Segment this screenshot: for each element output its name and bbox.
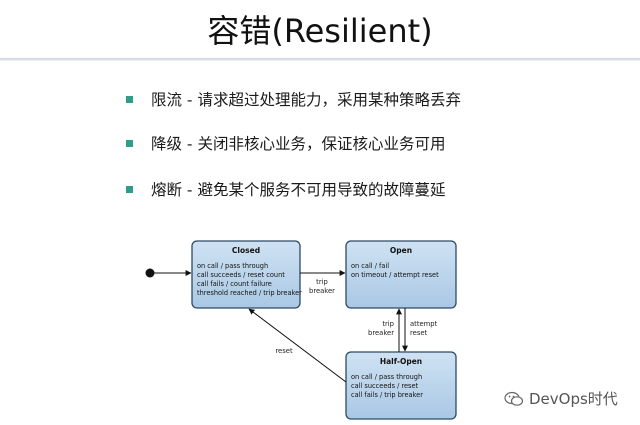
- state-open: Open on call / fail on timeout / attempt…: [345, 240, 457, 309]
- state-half-open: Half-Open on call / pass through call su…: [345, 351, 457, 420]
- state-half-open-line: call fails / trip breaker: [351, 391, 423, 399]
- watermark-text: DevOps时代: [529, 390, 618, 408]
- bullet-square-icon: [126, 185, 133, 193]
- state-closed-line: call succeeds / reset count: [197, 271, 285, 279]
- initial-state-dot: [145, 268, 155, 278]
- state-closed-title: Closed: [232, 246, 260, 255]
- bullet-text: 熔断 - 避免某个服务不可用导致的故障蔓延: [151, 181, 446, 199]
- state-closed-line: threshold reached / trip breaker: [197, 289, 302, 297]
- state-open-line: on call / fail: [351, 262, 389, 270]
- bullet-item-circuit-breaker: 熔断 - 避免某个服务不可用导致的故障蔓延: [126, 178, 461, 200]
- bullet-item-degrade: 降级 - 关闭非核心业务，保证核心业务可用: [126, 132, 461, 154]
- state-half-open-title: Half-Open: [380, 357, 422, 366]
- title-divider: [0, 58, 640, 61]
- bullet-item-rate-limit: 限流 - 请求超过处理能力，采用某种策略丢弃: [126, 88, 461, 110]
- transition-closed-to-open-label: breaker: [309, 287, 335, 295]
- bullet-square-icon: [126, 139, 133, 147]
- transition-half-to-closed-label: reset: [275, 347, 293, 355]
- state-closed-line: on call / pass through: [197, 262, 268, 270]
- transition-half-to-open-label: trip: [382, 320, 394, 328]
- state-half-open-line: on call / pass through: [351, 373, 422, 381]
- bullet-list: 限流 - 请求超过处理能力，采用某种策略丢弃 降级 - 关闭非核心业务，保证核心…: [126, 88, 461, 222]
- state-half-open-line: call succeeds / reset: [351, 382, 419, 390]
- watermark: DevOps时代: [504, 388, 618, 409]
- transition-closed-to-open-label: trip: [316, 278, 328, 286]
- bullet-text: 降级 - 关闭非核心业务，保证核心业务可用: [151, 135, 446, 153]
- bullet-square-icon: [126, 95, 133, 103]
- bullet-text: 限流 - 请求超过处理能力，采用某种策略丢弃: [151, 91, 461, 109]
- page-title: 容错(Resilient): [207, 12, 433, 50]
- transition-half-to-closed-arrow: [248, 308, 347, 383]
- state-open-line: on timeout / attempt reset: [351, 271, 439, 279]
- state-open-title: Open: [390, 246, 412, 255]
- transition-half-to-open-label: breaker: [368, 329, 394, 337]
- wechat-icon: [504, 391, 524, 406]
- transition-open-to-half-label: attempt: [410, 320, 438, 328]
- state-closed-line: call fails / count failure: [197, 280, 272, 288]
- state-closed: Closed on call / pass through call succe…: [191, 240, 302, 309]
- transition-open-to-half-label: reset: [410, 329, 428, 337]
